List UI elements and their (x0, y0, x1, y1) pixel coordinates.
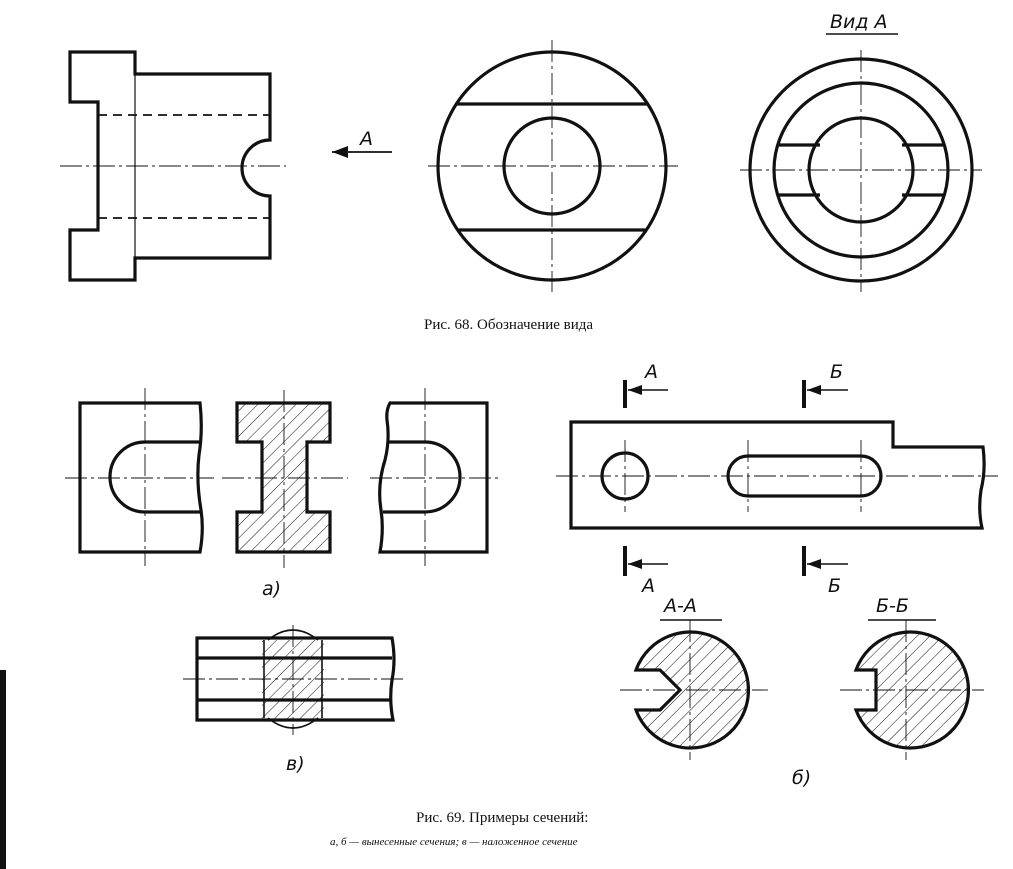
fig68-view-arrow: А (332, 128, 392, 158)
label-b: б) (792, 767, 811, 789)
label-v: в) (286, 753, 305, 775)
section-aa-label: А-А (662, 595, 697, 617)
fig69-caption: Рис. 69. Примеры сечений: (416, 810, 589, 826)
cut-a-bottom: А (640, 575, 655, 597)
fig68-view-a: Вид А (740, 11, 982, 292)
fig69-b-bar (556, 420, 998, 530)
fig69-b-cut-marks: А А Б Б (623, 361, 848, 597)
arrow-label-a: А (358, 128, 373, 150)
label-a: а) (262, 578, 281, 600)
fig68-side-view (60, 50, 286, 282)
view-a-label: Вид А (830, 11, 888, 33)
cut-b-bottom: Б (828, 575, 841, 597)
cut-b-top: Б (830, 361, 843, 383)
fig69-a-right-section (370, 388, 502, 566)
fig69-a-i-section (222, 390, 348, 568)
fig69-section-aa: А-А (620, 595, 768, 760)
fig69-a-left-section (65, 388, 214, 566)
fig69-subcaption: а, б — вынесенные сечения; в — наложенно… (330, 836, 578, 848)
fig69-v-overlaid-section (183, 625, 404, 735)
fig68-front-view (428, 40, 678, 292)
fig69-section-bb: Б-Б (840, 595, 984, 760)
section-bb-label: Б-Б (876, 595, 909, 617)
fig68-caption: Рис. 68. Обозначение вида (424, 317, 594, 333)
cut-a-top: А (643, 361, 658, 383)
scan-edge (0, 670, 6, 869)
